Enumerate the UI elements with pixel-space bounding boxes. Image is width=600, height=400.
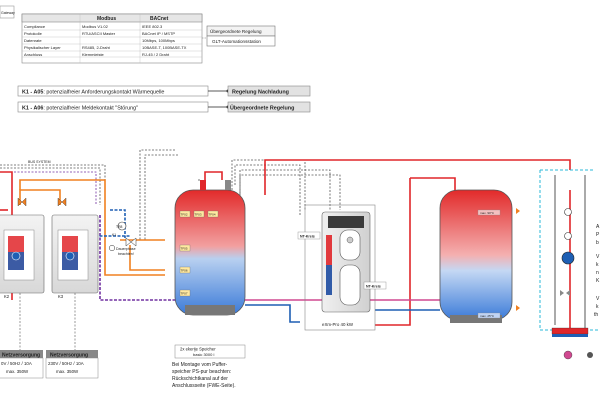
protocol-table: Modbus BACnet Compliance Modbus V1.02 IE… bbox=[21, 13, 203, 64]
note-line: Rückschichtkanal auf der bbox=[172, 376, 228, 382]
supply-line: 0V / 50Hz / 10A bbox=[1, 361, 32, 366]
caption-sub: basic 3000 l bbox=[193, 352, 214, 357]
note-line: speicher PS-pur beachten: bbox=[172, 369, 231, 375]
edge-char: V bbox=[596, 296, 600, 302]
contact-code: K1 - A05 bbox=[22, 90, 43, 96]
left-tank-caption: 2x ekerije Speicher basic 3000 l Bei Mon… bbox=[172, 344, 246, 389]
table-cell: Protokolle bbox=[24, 31, 43, 36]
gateway-label: Gateway bbox=[1, 11, 15, 15]
supply-line: 230V / 50Hz / 10A bbox=[48, 361, 84, 366]
contact-text: : potenzialfreier Anforderungskontakt Wä… bbox=[43, 90, 164, 96]
heat-pump-label: K2 bbox=[4, 294, 10, 299]
pipes-orange bbox=[19, 179, 165, 276]
edge-char: A bbox=[596, 224, 600, 230]
table-cell: RTU/ASCII Master bbox=[82, 31, 116, 36]
edge-char: n bbox=[596, 270, 599, 276]
valve-label-k1: K1 bbox=[112, 233, 116, 237]
edge-char: P bbox=[596, 232, 600, 238]
table-cell: Datenrate bbox=[24, 38, 42, 43]
contact-target: Regelung Nachladung bbox=[232, 90, 289, 96]
upper-control-box: Übergeordnete Regelung GLT-Automationsst… bbox=[206, 25, 276, 47]
table-cell: Modbus V1.02 bbox=[82, 24, 109, 29]
sensor-label: TF05 bbox=[181, 247, 188, 251]
edge-char: b bbox=[596, 240, 599, 246]
supply-title: Netzversorgung bbox=[50, 353, 88, 359]
svg-text:K1 - A05: potenzialfreier Anfo: K1 - A05: potenzialfreier Anforderungsko… bbox=[22, 90, 164, 96]
table-cell: RS485, 2-Draht bbox=[82, 45, 111, 50]
edge-char: k bbox=[596, 262, 599, 268]
heat-pump-1: K2 bbox=[0, 214, 45, 299]
sensor-label: TF02 bbox=[181, 213, 188, 217]
gateway-box: Gateway bbox=[0, 5, 15, 19]
valve-label-tr8: TR8 bbox=[116, 225, 123, 229]
edge-char: k bbox=[596, 304, 599, 310]
tank-tag-top: max. 90°C bbox=[480, 211, 495, 215]
edge-char: V bbox=[596, 254, 600, 260]
note-line: Bei Montage vom Puffer- bbox=[172, 362, 228, 368]
table-cell: Klemmleiste bbox=[82, 52, 105, 57]
contact-code: K1 - A06 bbox=[22, 106, 43, 112]
sensor-label: TF04 bbox=[209, 213, 216, 217]
table-cell: RJ-45 / 2 Draht bbox=[142, 52, 170, 57]
table-cell: IEEE 802.3 bbox=[142, 24, 163, 29]
power-supply-2: Netzversorgung 230V / 50Hz / 10A max. 35… bbox=[45, 350, 99, 379]
exm-pro-module: NT-Kreis NT-Kreis eXm-Pro 40 kW bbox=[297, 204, 387, 331]
upper-control-subtitle: GLT-Automationsstation bbox=[212, 39, 261, 44]
table-cell: 10BASE-T, 100BASE-TX bbox=[142, 45, 187, 50]
valve-note-line1: Dauerphase bbox=[116, 247, 136, 251]
svg-text:K1 - A06: potenzialfreier Meld: K1 - A06: potenzialfreier Meldekontakt "… bbox=[22, 106, 138, 112]
supply-line: max. 350W bbox=[56, 369, 79, 374]
nt-label-top: NT-Kreis bbox=[300, 235, 315, 239]
valve-note-line2: beachten! bbox=[118, 252, 134, 256]
heat-pump-label: K3 bbox=[58, 294, 64, 299]
storage-tank-right: max. 90°C max. 25°C bbox=[439, 189, 520, 323]
storage-tank-left: TF02 TF03 TF04 TF05 TF06 TF07 bbox=[174, 180, 246, 316]
table-cell: Compliance bbox=[24, 24, 46, 29]
contact-text: : potenzialfreier Meldekontakt "Störung" bbox=[43, 106, 138, 112]
right-circuit bbox=[539, 169, 600, 360]
table-cell: Physikalischer Layer bbox=[24, 45, 61, 50]
nt-label-bottom: NT-Kreis bbox=[366, 285, 381, 289]
power-supply-1: Netzversorgung 0V / 50Hz / 10A max. 350W bbox=[0, 350, 44, 379]
note-line: Anschlussseite (FWE-Seite). bbox=[172, 383, 236, 389]
caption-title: 2x ekerije Speicher bbox=[180, 347, 216, 352]
contact-target: Übergeordnete Regelung bbox=[230, 105, 294, 112]
table-cell: Anschluss bbox=[24, 52, 42, 57]
sensor-label: TF06 bbox=[181, 269, 188, 273]
table-cell: BACnet IP / MSTP bbox=[142, 31, 175, 36]
pipes-cold bbox=[95, 209, 440, 323]
right-edge-text: A P b V k n K V k th bbox=[594, 224, 600, 318]
module-name: eXm-Pro 40 kW bbox=[322, 322, 354, 327]
bus-lines: BUS SYSTEM bbox=[0, 149, 341, 240]
heat-pump-2: K3 bbox=[51, 214, 99, 299]
supply-title: Netzversorgung bbox=[2, 353, 40, 359]
table-header-bacnet: BACnet bbox=[150, 16, 169, 22]
table-header-modbus: Modbus bbox=[97, 16, 116, 22]
edge-char: th bbox=[594, 312, 598, 318]
edge-char: K bbox=[596, 278, 600, 284]
table-cell: 10Mbps, 100Mbps bbox=[142, 38, 175, 43]
mixing-valve: TR8 K1 Dauerphase beachten! bbox=[108, 221, 137, 256]
supply-line: max. 350W bbox=[6, 369, 29, 374]
valve-group bbox=[17, 197, 67, 207]
bus-label: BUS SYSTEM bbox=[28, 160, 51, 164]
contact-row-a06: K1 - A06: potenzialfreier Meldekontakt "… bbox=[17, 101, 311, 113]
tank-tag-bottom: max. 25°C bbox=[480, 314, 495, 318]
contact-row-a05: K1 - A05: potenzialfreier Anforderungsko… bbox=[17, 85, 311, 97]
upper-control-title: Übergeordnete Regelung bbox=[210, 28, 262, 34]
sensor-label: TF03 bbox=[195, 213, 202, 217]
sensor-label: TF07 bbox=[181, 292, 188, 296]
